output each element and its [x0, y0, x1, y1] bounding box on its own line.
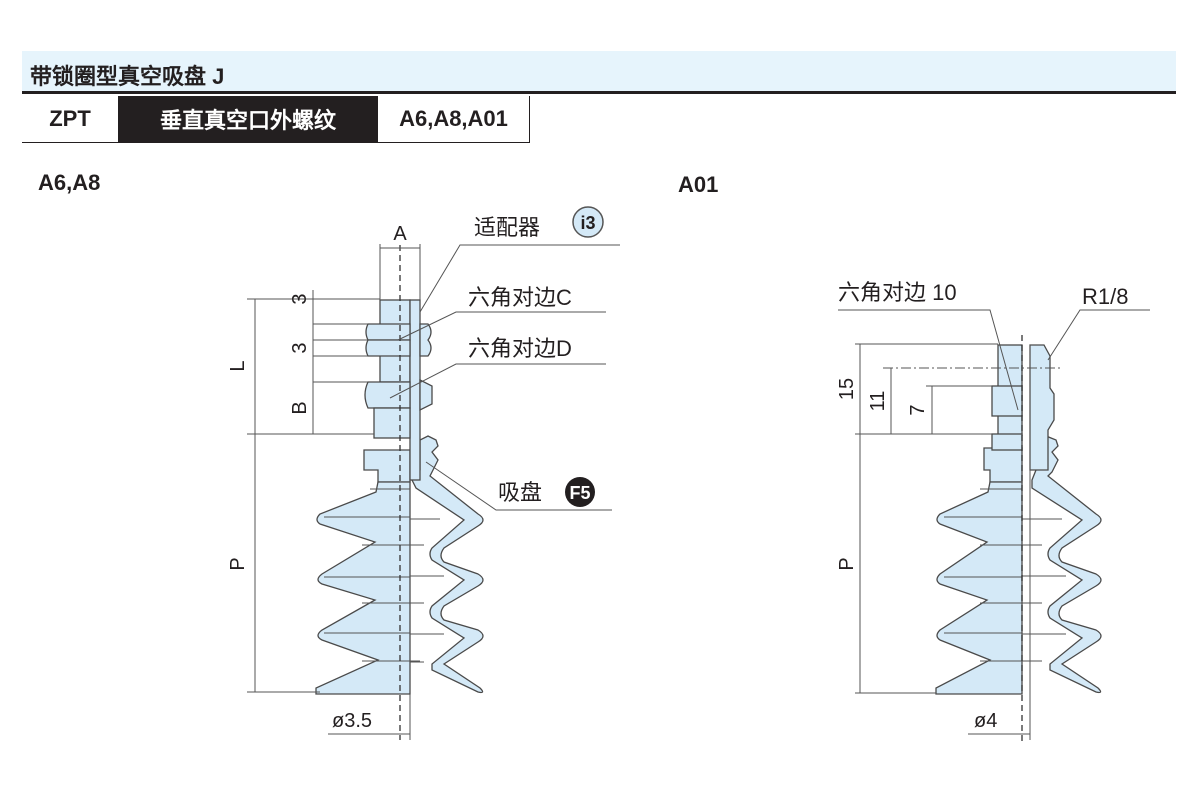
- dim-l: L: [227, 360, 249, 371]
- leader-cup: [425, 461, 612, 511]
- adapter-stem-section: [409, 299, 421, 481]
- dim-diameter: ø3.5: [332, 710, 372, 732]
- leader-hex-d: [389, 363, 606, 399]
- left-section-label: A6,A8: [38, 170, 101, 195]
- model-code: ZPT: [22, 96, 118, 142]
- badge-i3-icon: [572, 206, 604, 238]
- right-section-label: A01: [678, 172, 719, 197]
- page-title: 带锁圈型真空吸盘 J: [30, 64, 225, 89]
- badge-f5: F5: [569, 483, 590, 503]
- dim-a-label: A: [393, 223, 407, 245]
- callout-hex-c: 六角对边C: [468, 285, 572, 310]
- right-drawing: 15 11 7 P ø4 六角对边 10 R1/8: [836, 280, 1150, 745]
- a01-collar: [991, 433, 1023, 451]
- dim-p-right: P: [836, 557, 858, 570]
- dim-diameter-right: ø4: [974, 710, 997, 732]
- callout-hex-10: 六角对边 10: [838, 280, 957, 305]
- right-bellows-wall-a01: [1031, 435, 1102, 694]
- right-bellows-body: [935, 481, 1023, 695]
- callout-r18: R1/8: [1082, 284, 1128, 309]
- callout-adapter: 适配器: [474, 215, 540, 240]
- hex-nut-d-right: [419, 378, 433, 412]
- dim-3-mid: 3: [289, 342, 311, 353]
- dim-7: 7: [907, 404, 929, 415]
- title-bar: 带锁圈型真空吸盘 J: [22, 51, 1176, 94]
- callout-cup: 吸盘: [498, 480, 542, 505]
- leader-adapter: [419, 244, 620, 313]
- hex-nut-c-lower: [365, 339, 411, 357]
- hex-nut-c-right: [419, 323, 432, 357]
- a01-hex-10: [991, 385, 1023, 417]
- dim-b: B: [289, 401, 311, 414]
- dim-15: 15: [836, 378, 858, 400]
- badge-i3: i3: [580, 213, 595, 233]
- left-bellows-section: [363, 449, 411, 483]
- spec-row: ZPT 垂直真空口外螺纹 A6,A8,A01: [22, 96, 530, 143]
- port-type: 垂直真空口外螺纹: [118, 96, 378, 142]
- dim-p: P: [227, 557, 249, 570]
- dim-11: 11: [867, 391, 889, 412]
- right-bellows-section: [983, 447, 1023, 483]
- right-bellows-wall: [411, 435, 484, 694]
- a01-thread-section: [1029, 344, 1055, 471]
- leader-hex-10: [838, 309, 1019, 411]
- leader-r18: [1047, 309, 1150, 361]
- callout-hex-d: 六角对边D: [468, 336, 572, 361]
- left-bellows-body: [315, 481, 411, 695]
- adapter-neck: [373, 407, 411, 439]
- hex-nut-d: [364, 381, 411, 409]
- badge-f5-icon: [565, 477, 595, 507]
- leader-hex-c: [397, 311, 606, 341]
- dim-3-top: 3: [289, 293, 311, 304]
- left-drawing: A 3 3 B L P ø3.5 适配器 i3 六角对边C 六角对边D 吸盘 F…: [227, 206, 620, 740]
- variant-list: A6,A8,A01: [378, 96, 530, 142]
